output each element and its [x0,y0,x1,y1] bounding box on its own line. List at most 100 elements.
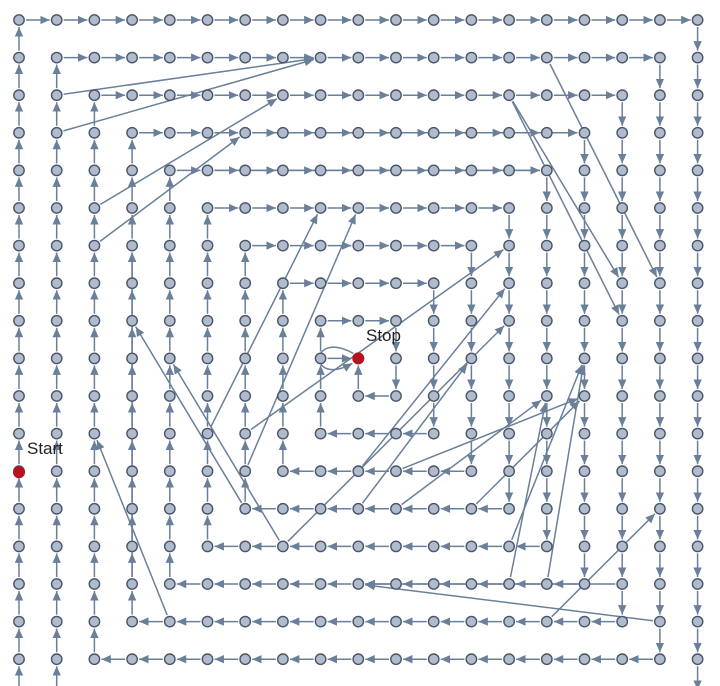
graph-node [126,239,139,252]
graph-node [390,126,402,139]
graph-node [163,427,176,440]
graph-node [126,502,139,515]
graph-node [540,465,553,478]
graph-node [654,427,666,440]
graph-node [50,540,63,553]
jump-edge [401,399,542,506]
graph-node [239,126,252,139]
graph-node [126,465,139,478]
nodes-layer [13,14,704,666]
graph-node [654,615,666,628]
graph-node [126,51,139,64]
graph-node [352,427,365,440]
graph-node [276,390,289,402]
graph-node [314,615,327,628]
graph-node [88,615,101,628]
graph-node [616,126,629,139]
graph-node [13,540,25,553]
graph-node [540,427,553,440]
graph-node [654,277,666,290]
graph-node [126,653,139,666]
graph-node [465,427,478,440]
graph-node [578,51,591,64]
graph-node [654,202,666,214]
graph-node [13,89,25,102]
graph-node [465,390,478,402]
graph-node [126,126,139,139]
graph-node [50,277,63,290]
graph-node [691,390,704,402]
graph-node [352,578,365,590]
graph-node [540,578,553,590]
graph-node [276,352,289,365]
graph-node [201,202,214,214]
graph-node [13,502,25,515]
jump-edge [63,58,315,132]
graph-node [390,352,402,365]
graph-node [578,202,591,214]
jump-edge [172,364,280,541]
graph-node [314,465,327,478]
graph-node [50,164,63,177]
graph-node [616,51,629,64]
graph-node [239,164,252,177]
graph-node [503,615,515,628]
graph-node [578,164,591,177]
graph-node [201,352,214,365]
graph-node [239,14,252,26]
graph-node [314,427,327,440]
jump-edge [511,364,583,541]
graph-node [314,51,327,64]
graph-node [465,239,478,252]
graph-node [352,540,365,553]
graph-node [390,164,402,177]
graph-node [465,164,478,177]
graph-node [50,51,63,64]
jump-edge [250,249,504,431]
graph-node [654,89,666,102]
graph-node [163,502,176,515]
graph-node [239,578,252,590]
graph-node [163,578,176,590]
graph-node [201,502,214,515]
graph-node [465,352,478,365]
graph-node [427,202,440,214]
graph-node [239,202,252,214]
graph-node [88,502,101,515]
graph-node [691,502,704,515]
jump-edge [99,136,241,243]
graph-node [427,540,440,553]
graph-node [616,465,629,478]
graph-node [276,502,289,515]
graph-node [13,51,25,64]
graph-node [691,465,704,478]
graph-node [578,465,591,478]
graph-node [540,277,553,290]
graph-node [352,465,365,478]
graph-node [465,578,478,590]
graph-node [691,51,704,64]
graph-node [427,615,440,628]
graph-node [314,653,327,666]
jump-edge [509,402,548,578]
graph-node [88,540,101,553]
graph-node [465,615,478,628]
graph-node [390,653,402,666]
graph-node [13,427,25,440]
graph-node [276,164,289,177]
graph-node [239,277,252,290]
graph-node [88,578,101,590]
graph-node [126,314,139,327]
graph-node [13,164,25,177]
graph-node [465,51,478,64]
graph-node [201,390,214,402]
graph-node [163,202,176,214]
jump-edge [549,63,658,278]
graph-node [88,653,101,666]
graph-node [616,427,629,440]
graph-node [163,14,176,26]
graph-node [578,653,591,666]
graph-node [201,89,214,102]
graph-node [314,202,327,214]
graph-node [654,352,666,365]
